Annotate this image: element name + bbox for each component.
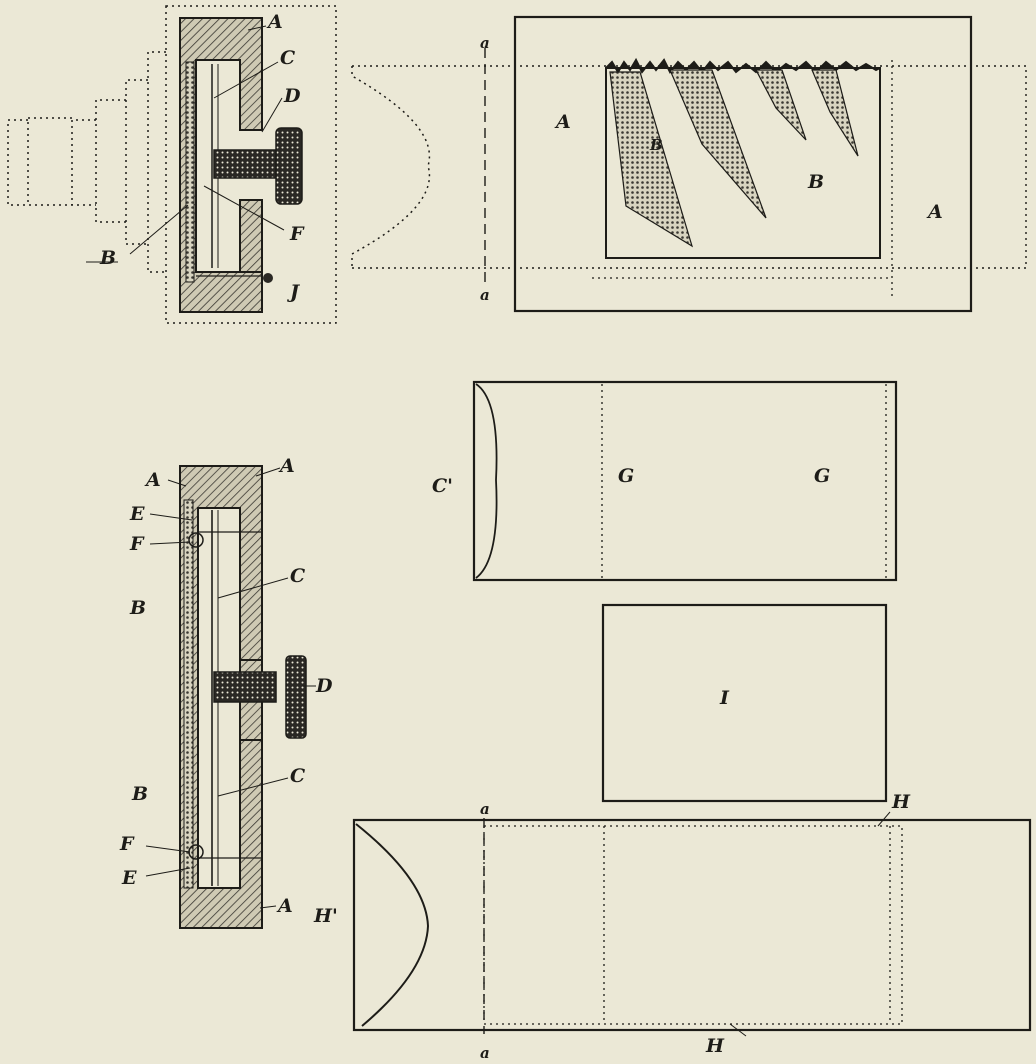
fig2-label-a-left: A [554, 111, 571, 133]
figure-2-plan: a a A A B B [478, 15, 1027, 313]
fig1-screw [213, 149, 277, 179]
fig3-spring-top [188, 532, 204, 548]
fig2-label-a-top: a [480, 34, 490, 52]
fig2-label-a-bottom: a [480, 286, 490, 304]
fig2-label-a-right: A [926, 201, 943, 223]
figure-6-sleeve: a a H H' H [313, 791, 1032, 1062]
fig3-label-e-bottom: E [121, 867, 137, 889]
fig2-label-b-center: B [807, 171, 824, 193]
fig3-label-c-top: C [290, 565, 305, 587]
fig4-flap [475, 383, 498, 579]
fig6-sleeve-outline [352, 818, 1032, 1032]
fig3-label-f-top: F [129, 533, 145, 555]
fig3-screw [213, 671, 277, 703]
fig3-label-b-bottom: B [131, 783, 148, 805]
fig6-label-a-bottom: a [480, 1044, 490, 1062]
figure-1-section: A C D B F J [7, 5, 337, 324]
fig2-film-edge [605, 57, 881, 74]
fig2-label-b-film: B [649, 136, 663, 154]
fig4-label-g-right: G [814, 465, 830, 487]
fig4-label-g-left: G [618, 465, 634, 487]
fig6-label-a-top: a [480, 800, 490, 818]
fig3-label-c-bottom: C [290, 765, 305, 787]
fig1-plate-b [185, 61, 195, 283]
fig3-label-d: D [315, 675, 333, 697]
figure-3-section: A A E F B C D B C F E A [119, 455, 333, 929]
fig3-label-e-top: E [129, 503, 145, 525]
fig5-label-i: I [719, 687, 730, 709]
fig1-label-d: D [283, 85, 301, 107]
fig1-frame-body [179, 17, 263, 313]
fig3-label-b-top: B [129, 597, 146, 619]
fig3-label-a-tr: A [278, 455, 295, 477]
fig1-dotted-outline [165, 5, 337, 324]
fig3-label-a-tl: A [144, 469, 161, 491]
fig3-frame-body [179, 465, 263, 929]
fig5-card-outline [601, 603, 888, 803]
fig3-label-a-br: A [276, 895, 293, 917]
fig2-streak [755, 69, 807, 141]
fig1-label-a: A [266, 11, 283, 33]
fig2-frame [513, 15, 973, 313]
fig3-plate-b [183, 499, 194, 889]
figure-4-envelope: C' G G [432, 380, 898, 582]
fig1-label-b: B [99, 247, 116, 269]
fig3-knob [285, 655, 307, 739]
fig1-label-f: F [289, 223, 305, 245]
fig1-frame-lower [239, 199, 263, 273]
fig2-dotted-slide [478, 65, 1027, 269]
fig2-streak [609, 71, 694, 248]
fig1-dotted-lens-tube [7, 51, 166, 273]
fig4-envelope-outline [472, 380, 898, 582]
fig6-label-h-left: H' [313, 905, 338, 927]
fig1-knob [275, 127, 303, 205]
fig2-streak [669, 69, 767, 219]
fig4-label-c-prime: C' [432, 475, 453, 497]
fig3-label-f-bottom: F [119, 833, 135, 855]
fig1-label-c: C [280, 47, 295, 69]
fig6-dotted-inner [483, 825, 903, 1025]
fig2-streak [811, 69, 859, 157]
fig6-label-h-top: H [891, 791, 911, 813]
fig1-pin-j [263, 273, 273, 283]
fig2-dotted-hood [351, 65, 478, 269]
fig1-label-j: J [287, 281, 301, 303]
fig6-label-h-bottom: H [705, 1035, 725, 1057]
figure-5-card: I [601, 603, 888, 803]
fig6-curved-opening [355, 823, 430, 1027]
